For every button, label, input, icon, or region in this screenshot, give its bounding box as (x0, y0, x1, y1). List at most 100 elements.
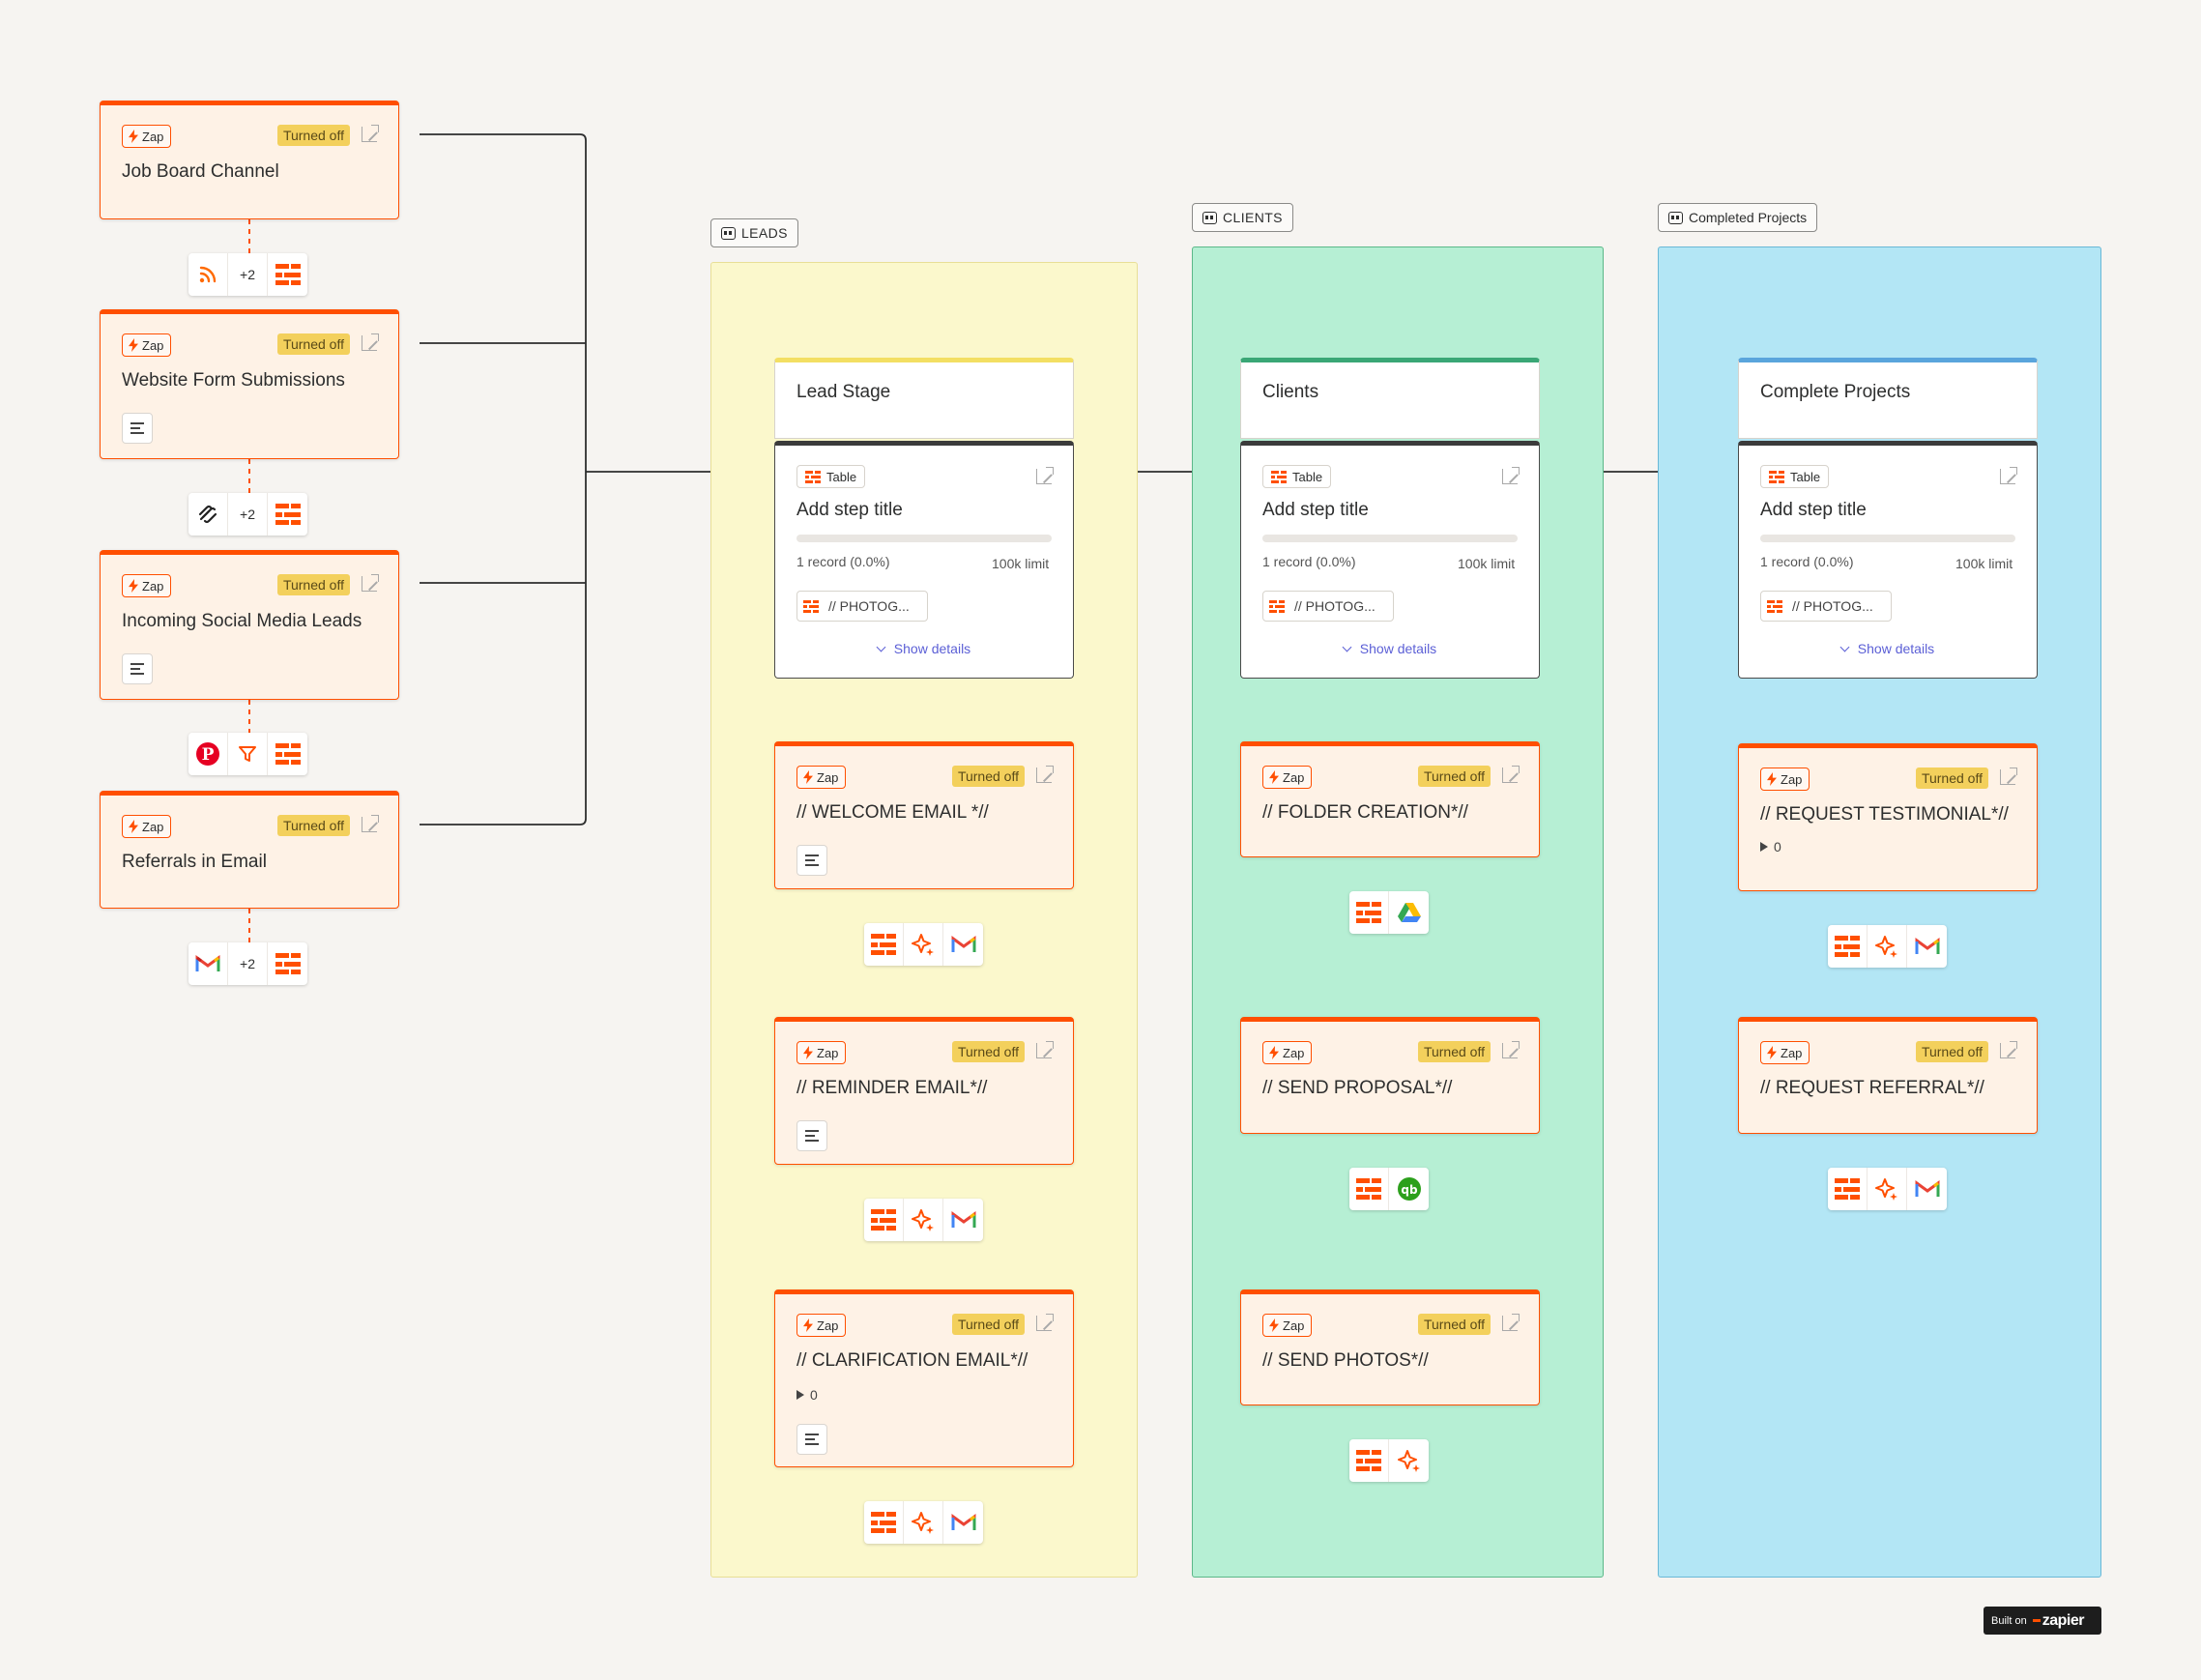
show-details-link[interactable]: Show details (1739, 641, 2037, 656)
show-details-link[interactable]: Show details (775, 641, 1073, 656)
step-title[interactable]: Add step title (796, 500, 903, 520)
lane-tag-leads[interactable]: LEADS (710, 218, 798, 247)
status-badge: Turned off (951, 1041, 1025, 1062)
external-link-icon[interactable] (362, 125, 379, 142)
zap-card-request-testimonial[interactable]: Zap Turned off // REQUEST TESTIMONIAL*//… (1738, 743, 2038, 891)
note-icon[interactable] (796, 1120, 827, 1151)
zap-card-social-media[interactable]: Zap Turned off Incoming Social Media Lea… (100, 550, 399, 700)
record-count: 1 record (0.0%) (1760, 554, 1854, 569)
zap-badge: Zap (1760, 768, 1810, 791)
app-icon-strip[interactable]: +2 (188, 493, 307, 536)
app-icon-strip[interactable]: qb (1349, 1168, 1429, 1210)
external-link-icon[interactable] (2000, 467, 2017, 484)
external-link-icon[interactable] (1036, 766, 1054, 783)
show-details-link[interactable]: Show details (1241, 641, 1539, 656)
zap-title: Incoming Social Media Leads (122, 611, 362, 631)
app-icon-strip[interactable]: +2 (188, 942, 307, 985)
app-icon-strip[interactable] (1828, 925, 1947, 968)
external-link-icon[interactable] (1502, 766, 1520, 783)
lightning-icon (1269, 770, 1279, 784)
table-chip[interactable]: // PHOTOG... (1262, 591, 1394, 622)
table-badge: Table (1760, 465, 1830, 488)
app-icon-strip[interactable] (1349, 1439, 1429, 1482)
status-badge: Turned off (1417, 766, 1491, 787)
external-link-icon[interactable] (1036, 1041, 1054, 1058)
run-count-value: 0 (810, 1387, 818, 1403)
lightning-icon (129, 579, 138, 593)
external-link-icon[interactable] (1036, 467, 1054, 484)
zap-title: // SEND PHOTOS*// (1262, 1350, 1429, 1371)
status-badge: Turned off (1915, 768, 1988, 789)
show-details-label: Show details (1359, 641, 1437, 656)
table-card-complete-projects[interactable]: Table Add step title 1 record (0.0%) 100… (1738, 441, 2038, 679)
external-link-icon[interactable] (1502, 1041, 1520, 1058)
step-title[interactable]: Add step title (1262, 500, 1369, 520)
note-icon[interactable] (796, 1424, 827, 1455)
zap-title: // REQUEST TESTIMONIAL*// (1760, 804, 2009, 825)
zap-card-send-proposal[interactable]: Zap Turned off // SEND PROPOSAL*// (1240, 1017, 1540, 1134)
zap-title: // WELCOME EMAIL *// (796, 802, 989, 823)
lane-tag-clients[interactable]: CLIENTS (1192, 203, 1293, 232)
external-link-icon[interactable] (362, 574, 379, 592)
zap-card-job-board[interactable]: Zap Turned off Job Board Channel (100, 101, 399, 219)
table-chip[interactable]: // PHOTOG... (1760, 591, 1892, 622)
table-badge-label: Table (1790, 469, 1821, 484)
zap-card-referrals[interactable]: Zap Turned off Referrals in Email (100, 791, 399, 909)
external-link-icon[interactable] (362, 815, 379, 832)
zap-card-send-photos[interactable]: Zap Turned off // SEND PHOTOS*// (1240, 1289, 1540, 1405)
ai-sparkle-icon (904, 923, 943, 966)
external-link-icon[interactable] (362, 333, 379, 351)
external-link-icon[interactable] (1502, 467, 1520, 484)
pinterest-icon: P (188, 733, 228, 775)
filter-icon (228, 733, 268, 775)
note-icon[interactable] (122, 413, 153, 444)
built-on-label: Built on (1991, 1614, 2027, 1627)
zap-title: // SEND PROPOSAL*// (1262, 1078, 1453, 1098)
zap-badge-label: Zap (817, 1318, 839, 1333)
external-link-icon[interactable] (2000, 1041, 2017, 1058)
table-chip[interactable]: // PHOTOG... (796, 591, 928, 622)
status-badge: Turned off (951, 1314, 1025, 1335)
app-icon-strip[interactable] (864, 1501, 983, 1544)
zap-card-reminder-email[interactable]: Zap Turned off // REMINDER EMAIL*// (774, 1017, 1074, 1165)
zap-card-folder-creation[interactable]: Zap Turned off // FOLDER CREATION*// (1240, 741, 1540, 857)
zap-badge: Zap (1760, 1041, 1810, 1064)
zapier-tables-icon (1767, 599, 1784, 613)
app-icon-strip[interactable]: P (188, 733, 307, 775)
zap-card-clarification-email[interactable]: Zap Turned off // CLARIFICATION EMAIL*//… (774, 1289, 1074, 1467)
zap-badge-label: Zap (142, 129, 164, 144)
app-icon-strip[interactable] (864, 1199, 983, 1241)
zap-card-request-referral[interactable]: Zap Turned off // REQUEST REFERRAL*// (1738, 1017, 2038, 1134)
zapier-tables-icon (805, 470, 821, 483)
external-link-icon[interactable] (2000, 768, 2017, 785)
external-link-icon[interactable] (1502, 1314, 1520, 1331)
step-title[interactable]: Add step title (1760, 500, 1867, 520)
app-icon-strip[interactable] (1349, 891, 1429, 934)
record-limit: 100k limit (992, 556, 1050, 571)
external-link-icon[interactable] (1036, 1314, 1054, 1331)
table-badge-label: Table (826, 469, 857, 484)
app-icon-strip[interactable] (864, 923, 983, 966)
run-count: 0 (796, 1387, 818, 1403)
zap-badge: Zap (122, 815, 172, 838)
zap-title: Job Board Channel (122, 161, 279, 182)
zap-card-welcome-email[interactable]: Zap Turned off // WELCOME EMAIL *// (774, 741, 1074, 889)
google-drive-icon (1389, 891, 1429, 934)
lightning-icon (1269, 1046, 1279, 1059)
app-icon-strip[interactable]: +2 (188, 253, 307, 296)
ai-sparkle-icon (1868, 925, 1907, 968)
table-card-clients[interactable]: Table Add step title 1 record (0.0%) 100… (1240, 441, 1540, 679)
lane-tag-label: LEADS (741, 225, 788, 241)
built-on-zapier-badge[interactable]: Built on zapier (1984, 1607, 2101, 1635)
lane-tag-completed-projects[interactable]: Completed Projects (1658, 203, 1818, 232)
note-icon[interactable] (796, 845, 827, 876)
table-card-lead[interactable]: Table Add step title 1 record (0.0%) 100… (774, 441, 1074, 679)
ai-sparkle-icon (904, 1501, 943, 1544)
record-count: 1 record (0.0%) (796, 554, 890, 569)
gmail-icon (943, 1199, 983, 1241)
zapier-tables-icon (1349, 1439, 1389, 1482)
app-icon-strip[interactable] (1828, 1168, 1947, 1210)
note-icon[interactable] (122, 653, 153, 684)
zap-title: // REQUEST REFERRAL*// (1760, 1078, 1984, 1098)
zap-card-website-form[interactable]: Zap Turned off Website Form Submissions (100, 309, 399, 459)
